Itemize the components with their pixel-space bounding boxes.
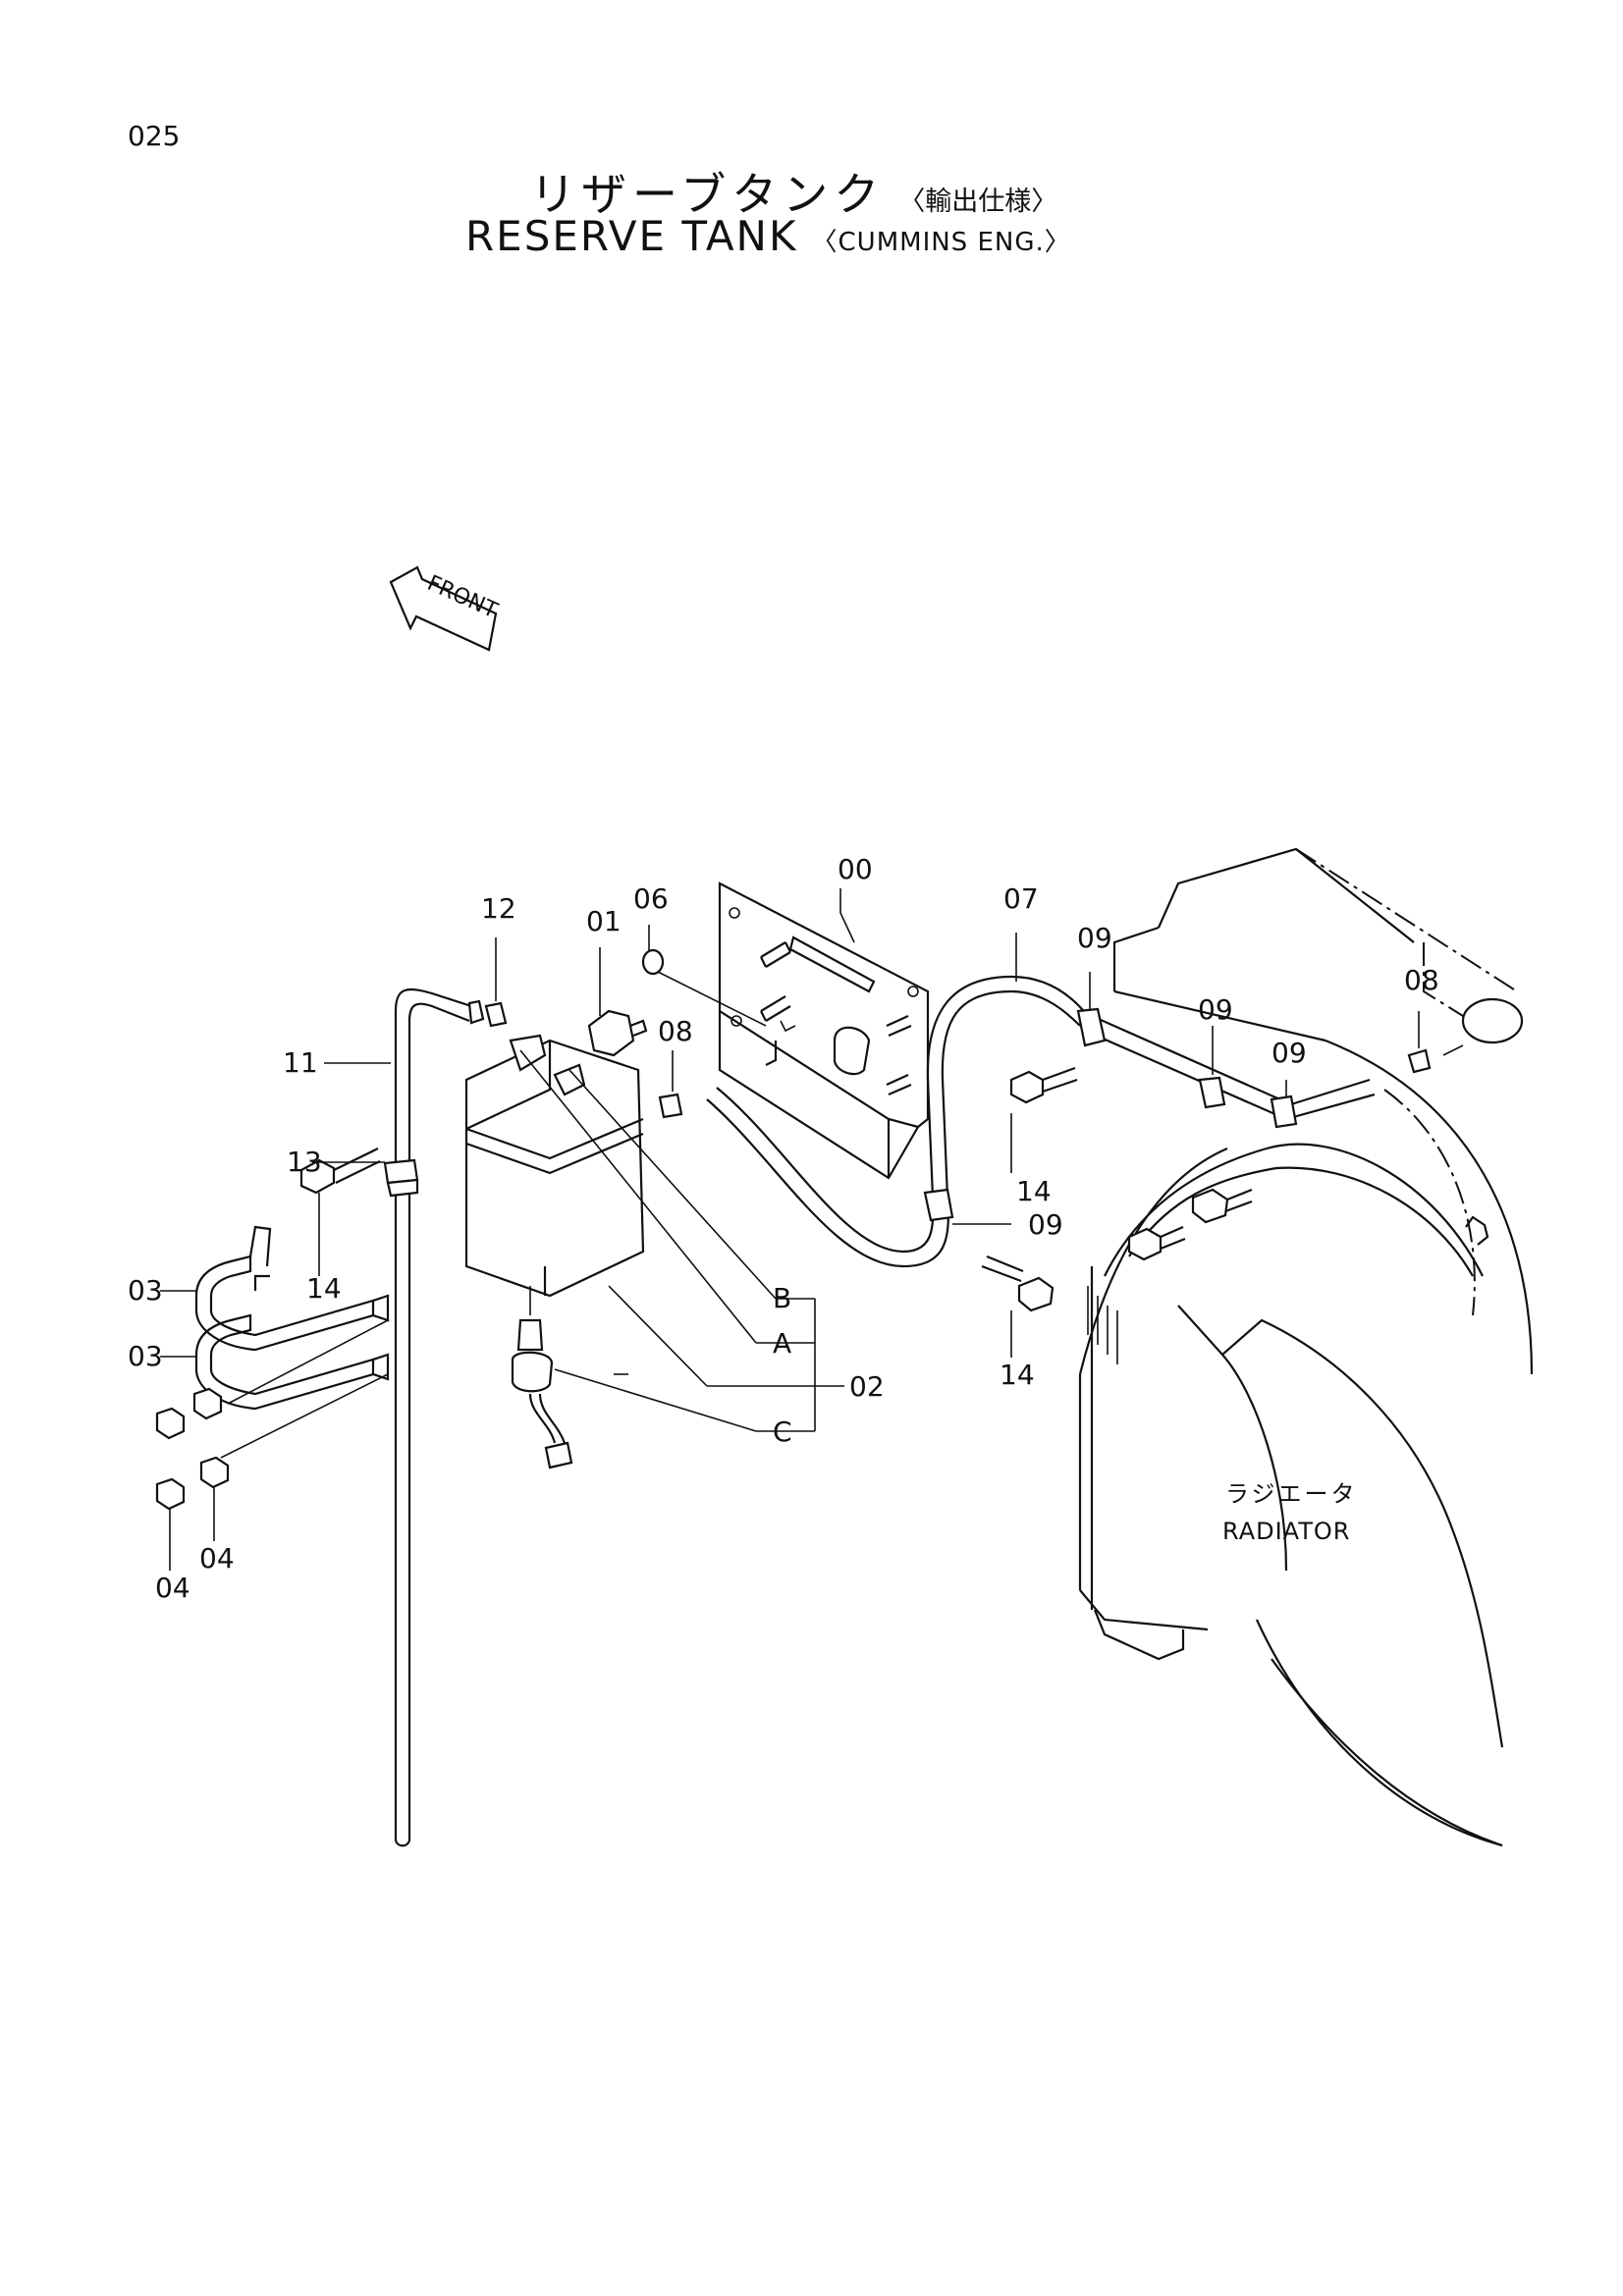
front-arrow: FRONT bbox=[389, 565, 502, 652]
callout-04-left: 04 bbox=[155, 1572, 190, 1604]
callout-14-lower: 14 bbox=[1000, 1359, 1035, 1391]
clamp-08-center bbox=[658, 1093, 683, 1119]
leader-lines bbox=[160, 888, 1420, 1571]
radiator-cap bbox=[1407, 997, 1524, 1074]
radiator-assembly bbox=[1078, 847, 1534, 1847]
title-english: RESERVE TANK 〈CUMMINS ENG.〉 bbox=[465, 212, 1071, 260]
radiator-pipe bbox=[923, 1007, 1376, 1222]
mounting-bracket bbox=[718, 881, 930, 1180]
callout-09-c: 09 bbox=[1271, 1037, 1307, 1069]
callout-00: 00 bbox=[838, 853, 873, 885]
callout-08-center: 08 bbox=[658, 1015, 693, 1047]
callout-04-right: 04 bbox=[199, 1542, 235, 1575]
callout-13: 13 bbox=[287, 1146, 322, 1178]
bracket-studs bbox=[760, 941, 912, 1096]
overflow-tube bbox=[394, 988, 508, 1847]
callout-09-d: 09 bbox=[1028, 1208, 1063, 1241]
radiator-label-en: RADIATOR bbox=[1222, 1518, 1350, 1545]
callout-11: 11 bbox=[283, 1046, 318, 1079]
u-brackets bbox=[194, 1225, 390, 1411]
bolt-01 bbox=[587, 948, 665, 1057]
front-label: FRONT bbox=[423, 571, 501, 624]
callout-03-lower: 03 bbox=[128, 1340, 163, 1372]
callout-06: 06 bbox=[633, 882, 669, 915]
callout-09-b: 09 bbox=[1198, 993, 1233, 1026]
callout-09-a: 09 bbox=[1077, 922, 1112, 954]
title-japanese: リザーブタンク〈輸出仕様〉 bbox=[530, 159, 1057, 224]
callout-14-upper: 14 bbox=[1016, 1175, 1052, 1207]
callout-A: A bbox=[773, 1327, 791, 1360]
callout-01: 01 bbox=[586, 905, 622, 937]
level-sensor bbox=[511, 1318, 573, 1469]
nuts-04 bbox=[155, 1387, 230, 1511]
title-jp-sub: 〈輸出仕様〉 bbox=[898, 187, 1058, 217]
page-number: 025 bbox=[128, 120, 181, 152]
callout-08-right: 08 bbox=[1404, 964, 1439, 996]
title-en-sub: 〈CUMMINS ENG.〉 bbox=[811, 228, 1071, 257]
bolt-14-left bbox=[299, 1148, 381, 1195]
bolts-14-right bbox=[981, 1066, 1253, 1312]
callout-02: 02 bbox=[849, 1370, 885, 1403]
reserve-tank bbox=[464, 1034, 645, 1298]
callout-B: B bbox=[773, 1282, 791, 1314]
title-jp-main: リザーブタンク bbox=[530, 168, 886, 221]
callout-14-left: 14 bbox=[306, 1272, 342, 1305]
callout-C: C bbox=[773, 1415, 792, 1448]
callout-labels: 00 01 06 12 07 09 09 09 09 08 08 11 13 1… bbox=[128, 853, 1439, 1604]
callout-03-upper: 03 bbox=[128, 1274, 163, 1307]
callout-07: 07 bbox=[1003, 882, 1039, 915]
title-en-main: RESERVE TANK bbox=[465, 212, 798, 260]
callout-12: 12 bbox=[481, 892, 516, 925]
radiator-label-jp: ラジエータ bbox=[1225, 1480, 1358, 1508]
tube-clamp bbox=[383, 1158, 419, 1198]
